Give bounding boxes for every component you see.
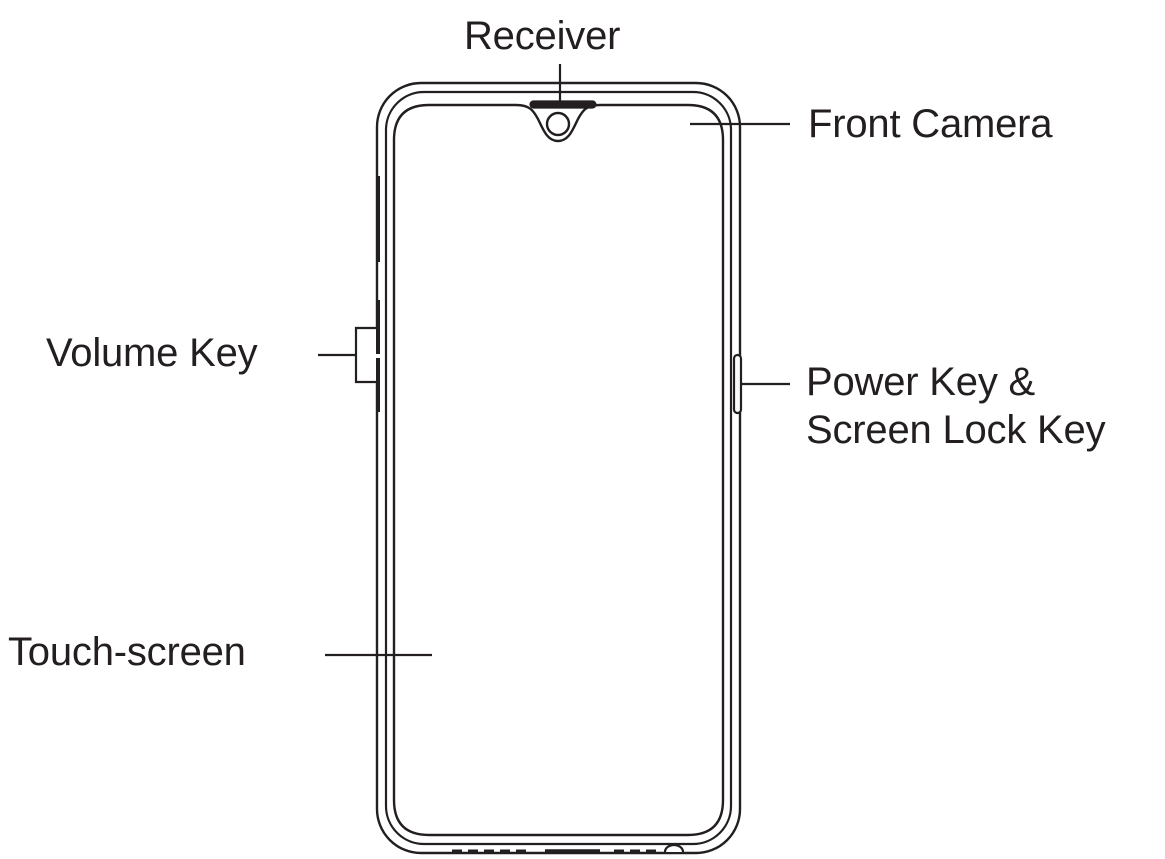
label-front-camera: Front Camera (808, 102, 1053, 146)
front-camera-lens (545, 111, 571, 137)
label-power-key-line2: Screen Lock Key (806, 408, 1106, 452)
phone-outer-body (375, 81, 742, 855)
touch-screen-area (392, 103, 725, 837)
label-volume-key: Volume Key (46, 331, 258, 375)
phone-middle-frame (384, 90, 733, 846)
receiver-speaker-slot (529, 100, 597, 109)
bottom-microphone (663, 843, 685, 853)
label-power-key-line1: Power Key & (806, 360, 1036, 404)
label-receiver: Receiver (464, 14, 621, 58)
label-touch-screen: Touch-screen (8, 630, 246, 674)
label-power-key: Power Key &Screen Lock Key (806, 358, 1106, 454)
power-key (732, 353, 743, 415)
